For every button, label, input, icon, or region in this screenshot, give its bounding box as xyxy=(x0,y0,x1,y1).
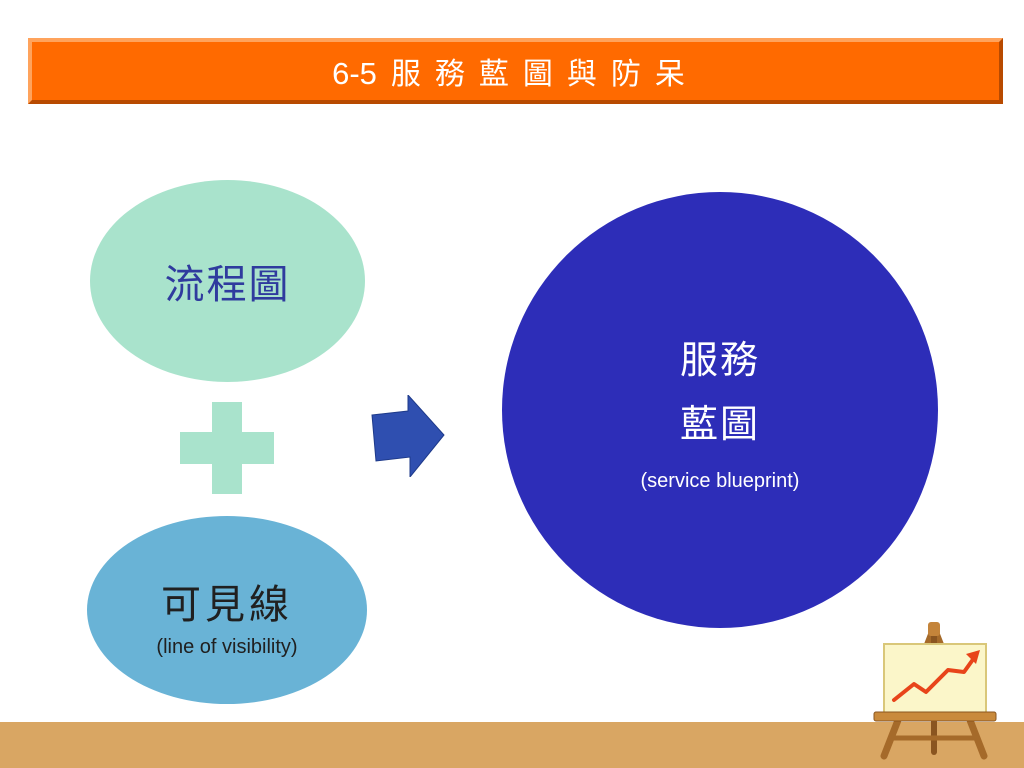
service-blueprint-circle: 服務 藍圖 (service blueprint) xyxy=(502,192,938,628)
line-of-visibility-ellipse: 可見線 (line of visibility) xyxy=(87,516,367,704)
blueprint-line2: 藍圖 xyxy=(679,401,760,446)
blueprint-subtitle: (service blueprint) xyxy=(640,469,800,492)
title-text: 服務藍圖與防呆 xyxy=(390,57,699,92)
slide-title: 6-5 服務藍圖與防呆 xyxy=(332,49,699,93)
visibility-subtitle: (line of visibility) xyxy=(156,635,298,658)
ground-strip xyxy=(0,722,1024,768)
right-arrow-icon xyxy=(371,395,445,477)
flowchart-label: 流程圖 xyxy=(164,262,291,308)
plus-icon xyxy=(180,402,274,494)
flowchart-ellipse: 流程圖 xyxy=(90,180,365,382)
title-number: 6-5 xyxy=(332,56,377,91)
title-banner: 6-5 服務藍圖與防呆 xyxy=(28,38,1003,104)
blueprint-line1: 服務 xyxy=(679,337,760,382)
visibility-label: 可見線 xyxy=(161,581,293,628)
easel-chart-icon xyxy=(873,622,997,760)
